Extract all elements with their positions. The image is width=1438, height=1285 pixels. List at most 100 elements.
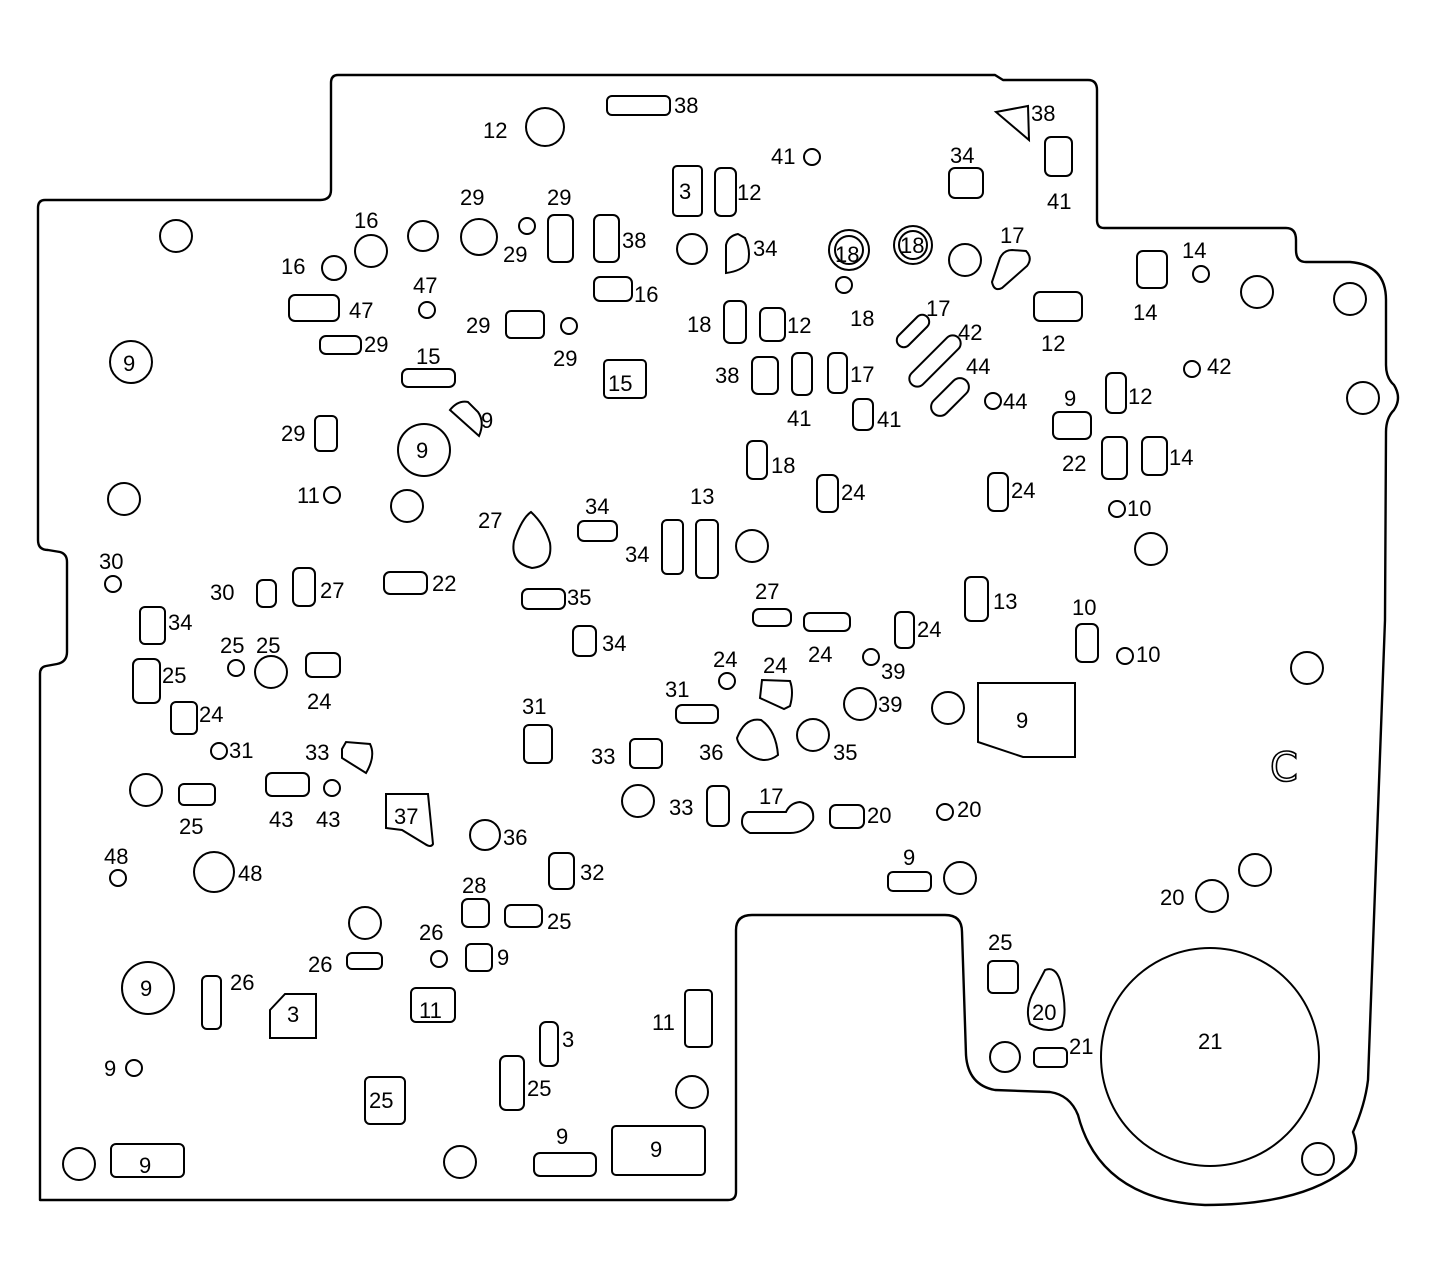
callout-label: 38 [1031, 101, 1055, 126]
slot [675, 704, 719, 724]
callout-label: 26 [419, 920, 443, 945]
callout-label: 12 [483, 118, 507, 143]
callout-label: 20 [1032, 1000, 1056, 1025]
callout-label: 12 [737, 180, 761, 205]
slot [548, 852, 575, 890]
callout-label: 25 [369, 1088, 393, 1113]
callout-label: 24 [808, 642, 832, 667]
callout-label: 20 [957, 797, 981, 822]
hole [718, 672, 736, 690]
hole [109, 340, 153, 384]
callout-label: 9 [139, 1153, 151, 1178]
callout-label: 38 [674, 93, 698, 118]
callout-label: 9 [903, 845, 915, 870]
callout-label: 25 [256, 633, 280, 658]
hole [469, 819, 501, 851]
hole [418, 301, 436, 319]
slot [816, 474, 839, 513]
callout-label: 11 [297, 483, 320, 508]
callout-label: 17 [850, 362, 874, 387]
hole [407, 220, 439, 252]
callout-label: 34 [753, 236, 777, 261]
hole [193, 851, 235, 893]
slot [465, 943, 493, 972]
slot [521, 588, 566, 610]
slot [110, 1143, 185, 1178]
slot [305, 652, 341, 678]
slot [288, 294, 340, 322]
slot [314, 415, 338, 452]
hole [1134, 532, 1168, 566]
callout-label: 29 [281, 421, 305, 446]
callout-label: 9 [140, 976, 152, 1001]
slot [827, 352, 848, 394]
callout-label: 32 [580, 860, 604, 885]
slot [987, 472, 1009, 512]
slot [1052, 411, 1092, 440]
hole [321, 255, 347, 281]
hole [129, 773, 163, 807]
slot [829, 804, 865, 829]
callout-label: 25 [162, 663, 186, 688]
teardrop-hole [735, 718, 780, 761]
slot [505, 310, 545, 339]
callout-label: 29 [503, 242, 527, 267]
hole [121, 961, 175, 1015]
slot [1075, 623, 1099, 663]
callout-label: 21 [1069, 1034, 1093, 1059]
callout-label: 16 [281, 254, 305, 279]
callout-label: 48 [104, 844, 128, 869]
callout-label: 47 [413, 273, 437, 298]
slot [1136, 250, 1168, 289]
hole [1192, 265, 1210, 283]
callout-label: 24 [199, 702, 223, 727]
slot [661, 519, 684, 575]
slot [461, 898, 490, 928]
callout-label: 13 [690, 484, 714, 509]
callout-label: 42 [958, 320, 982, 345]
callout-label: 22 [432, 571, 456, 596]
callout-label: 22 [1062, 451, 1086, 476]
callout-label: 25 [988, 930, 1012, 955]
callout-label: 3 [287, 1002, 299, 1027]
hole [354, 234, 388, 268]
callout-label: 34 [168, 610, 192, 635]
callout-label: 41 [1047, 189, 1071, 214]
callout-label: 26 [230, 970, 254, 995]
callout-label: 41 [771, 144, 795, 169]
callout-label: 17 [1000, 223, 1024, 248]
slot [1101, 436, 1128, 480]
callout-label: 29 [460, 185, 484, 210]
tilted-slot [908, 334, 962, 388]
callout-label: 33 [591, 744, 615, 769]
hole [1100, 947, 1320, 1167]
hole [1238, 853, 1272, 887]
callout-label: 9 [556, 1124, 568, 1149]
callout-label: 41 [787, 406, 811, 431]
slot [410, 987, 456, 1023]
callout-label: 34 [950, 143, 974, 168]
slot [894, 611, 915, 649]
wedge-hole [993, 104, 1031, 143]
callout-label: 47 [349, 298, 373, 323]
hole [1290, 651, 1324, 685]
callout-label: 15 [416, 344, 440, 369]
hole [898, 230, 928, 260]
hole [1346, 381, 1380, 415]
slot [603, 359, 647, 399]
plate-letter-c: C [1270, 745, 1298, 791]
callout-label: 9 [1016, 708, 1028, 733]
callout-label: 11 [419, 998, 442, 1023]
hole [989, 1041, 1021, 1073]
hole [621, 784, 655, 818]
hole [948, 243, 982, 277]
pentagon-hole [977, 682, 1076, 758]
callout-label: 14 [1182, 238, 1206, 263]
tab-hole [448, 400, 483, 438]
callout-label: 25 [179, 814, 203, 839]
tab-hole [758, 678, 793, 711]
slot [791, 352, 813, 396]
slot [803, 612, 851, 632]
oblong-hole [740, 800, 815, 834]
